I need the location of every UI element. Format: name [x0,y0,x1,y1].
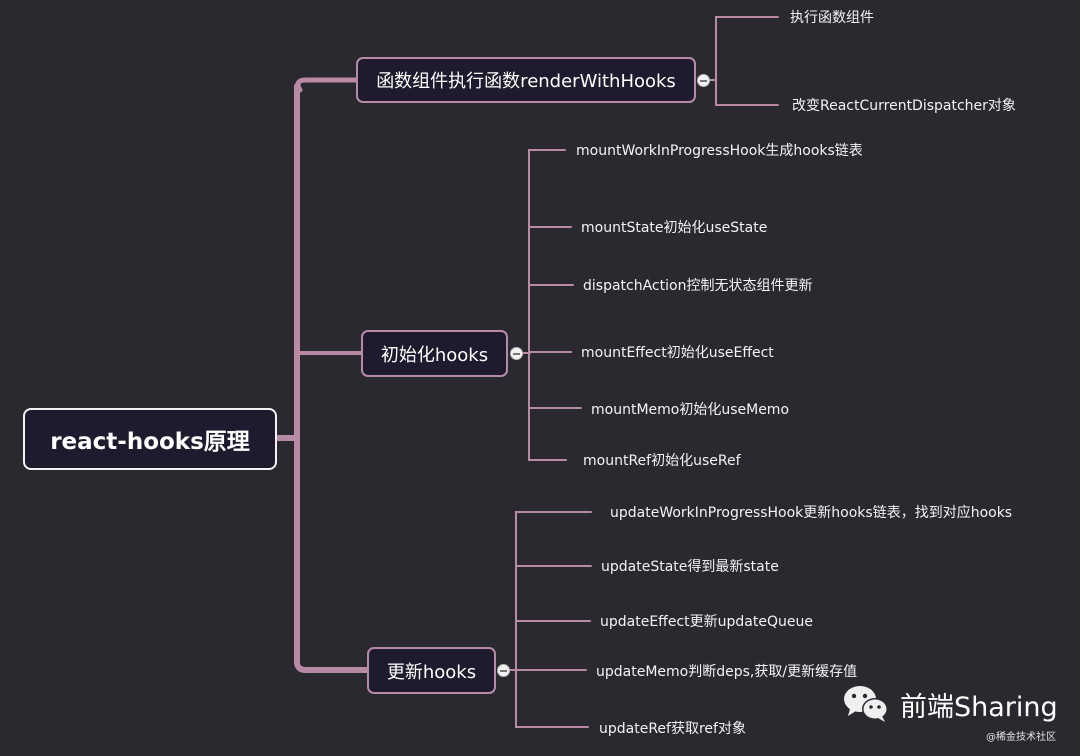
leaf-node[interactable]: updateMemo判断deps,获取/更新缓存值 [596,664,858,680]
root-label: react-hooks原理 [50,429,250,455]
branch-node-mount-hooks[interactable]: 初始化hooks [361,330,508,377]
leaf-node[interactable]: mountEffect初始化useEffect [581,345,774,361]
leaf-node[interactable]: updateState得到最新state [601,559,779,575]
watermark-subtitle: @稀金技术社区 [986,732,1056,743]
leaf-node[interactable]: mountWorkInProgressHook生成hooks链表 [576,143,863,159]
branch-node-render-with-hooks[interactable]: 函数组件执行函数renderWithHooks [356,57,696,103]
collapse-toggle-icon[interactable] [697,74,710,87]
branch-node-update-hooks[interactable]: 更新hooks [367,647,496,694]
leaf-node[interactable]: updateRef获取ref对象 [599,721,746,737]
branch-label: 函数组件执行函数renderWithHooks [376,71,676,92]
leaf-node[interactable]: 改变ReactCurrentDispatcher对象 [792,98,1016,114]
leaf-node[interactable]: mountMemo初始化useMemo [591,402,790,418]
leaf-node[interactable]: mountRef初始化useRef [583,453,741,469]
leaf-node[interactable]: 执行函数组件 [790,10,874,26]
branch-label: 初始化hooks [380,344,489,366]
watermark-title: 前端Sharing [900,691,1058,723]
leaf-node[interactable]: updateWorkInProgressHook更新hooks链表，找到对应ho… [610,505,1013,521]
wechat-icon [844,686,888,722]
branch-label: 更新hooks [386,661,477,683]
collapse-toggle-icon[interactable] [510,347,523,360]
leaf-node[interactable]: dispatchAction控制无状态组件更新 [583,278,813,294]
collapse-toggle-icon[interactable] [497,664,510,677]
root-node[interactable]: react-hooks原理 [23,408,277,470]
leaf-node[interactable]: updateEffect更新updateQueue [600,614,813,630]
watermark: 前端Sharing [842,684,1058,724]
leaf-node[interactable]: mountState初始化useState [581,220,768,236]
